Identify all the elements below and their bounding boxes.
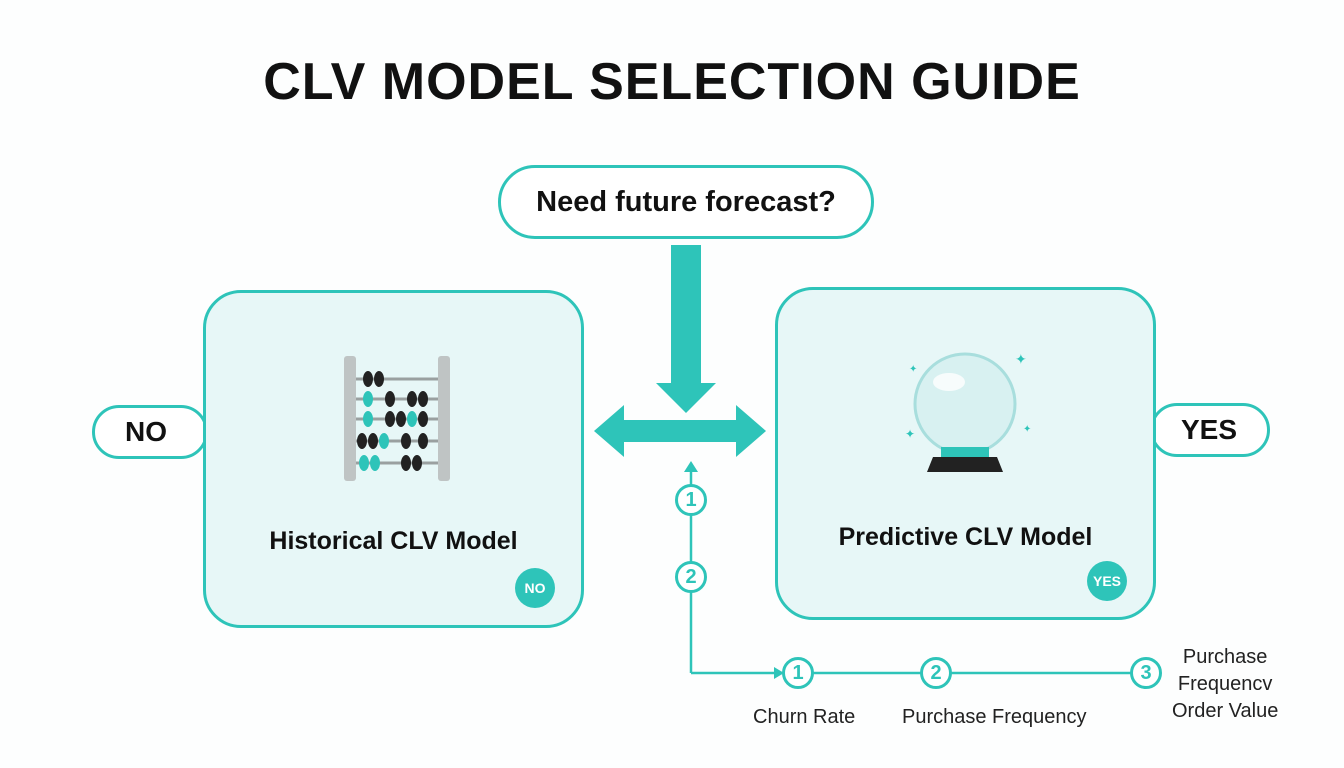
step-3-label-line-1: Purchase	[1182, 646, 1268, 668]
page-title: CLV MODEL SELECTION GUIDE	[263, 53, 1081, 111]
svg-text:✦: ✦	[1015, 352, 1027, 368]
step-2-marker: 2	[920, 657, 952, 689]
vertical-step-2: 2	[675, 561, 707, 593]
vertical-step-1: 1	[675, 484, 707, 516]
no-label: NO	[92, 405, 208, 459]
double-arrow	[594, 405, 766, 457]
step-1-label: Churn Rate	[753, 706, 856, 728]
step-2-label: Purchase Frequency	[902, 706, 1087, 728]
yes-label-text: YES	[1180, 414, 1237, 445]
step-1-marker: 1	[782, 657, 814, 689]
step-3-label-line-2: Frequencv	[1177, 673, 1273, 695]
step-3-label: Purchase Frequencv Order Value	[1172, 644, 1278, 725]
step-3-marker: 3	[1130, 657, 1162, 689]
svg-text:✦: ✦	[905, 427, 915, 441]
predictive-model-title: Predictive CLV Model	[838, 523, 1093, 551]
step-3-label-line-3: Order Value	[1172, 700, 1279, 722]
crystal-ball-icon: ✦ ✦ ✦ ✦	[905, 352, 1031, 472]
right-arrowhead	[774, 667, 784, 679]
no-label-text: NO	[125, 416, 167, 447]
up-arrowhead	[684, 461, 698, 472]
down-arrow	[656, 245, 716, 413]
question-text: Need future forecast?	[536, 185, 836, 218]
historical-model-title: Historical CLV Model	[269, 527, 518, 555]
historical-model-card: Historical CLV Model NO	[203, 290, 584, 628]
abacus-icon	[344, 356, 450, 481]
no-badge: NO	[515, 568, 555, 608]
yes-badge: YES	[1087, 561, 1127, 601]
predictive-model-card: ✦ ✦ ✦ ✦ Predictive CLV Model YES	[775, 287, 1156, 620]
svg-text:✦: ✦	[1023, 424, 1031, 435]
question-node: Need future forecast?	[498, 165, 874, 239]
svg-text:✦: ✦	[909, 364, 917, 375]
yes-label: YES	[1150, 403, 1270, 457]
